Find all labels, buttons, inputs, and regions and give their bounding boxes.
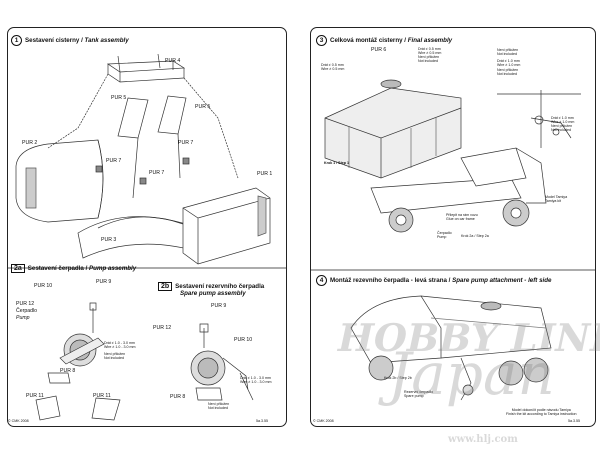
part-label: PUR 10 [234,337,253,343]
step-2b-title-en: Spare pump assembly [180,290,246,297]
part-label: PUR 4 [165,58,181,64]
part-label: PUR 2 [22,140,38,146]
step-3-number: 3 [316,35,327,46]
part-label: PUR 9 [211,303,227,309]
watermark-script: Japan [388,340,555,408]
step-ref-label: Krok 2b / Step 2b [384,376,412,380]
part-label: PUR 5 [111,95,127,101]
part-label: PUR 6 [371,47,387,53]
part-label: Pump [16,315,30,321]
part-label: PUR 11 [93,393,111,399]
part-label: PUR 11 [26,393,44,399]
step-ref-label: Krok 2a / Step 2a [461,234,489,238]
tank-pump-drawings [8,53,286,421]
watermark-url: www.hlj.com [448,434,518,445]
part-label: PUR 12 [16,301,35,307]
part-label: PUR 5 [195,104,211,110]
step-1-number: 1 [11,35,22,46]
part-label: PUR 9 [96,279,112,285]
part-label: PUR 7 [149,170,165,176]
model-note: Model Tamiya Tamiya kit [545,195,568,204]
step-2a-number: 2a [11,264,25,273]
right-copyright: © CMK 2008 [313,419,334,423]
wire-note: Drát ≠ 1.0 - 3.0 mm Wire ≠ 1.0 - 3.0 mm [240,376,272,385]
wire-note: Drát ≠ 0.5 mm Wire ≠ 0.5 mm [321,63,345,72]
part-label: PUR 7 [106,158,122,164]
pump-note: Čerpadlo Pump [437,231,452,240]
step-ref-label: Krok 1 / Step 1 [324,161,349,165]
part-label: PUR 8 [60,368,76,374]
right-page-code: 5a.3.55 [568,419,580,423]
spare-pump-note: Rezervní čerpadlo Spare pump [404,390,434,399]
left-page-code: 5a.3.55 [256,419,268,423]
left-copyright: © CMK 2008 [8,419,29,423]
final-assembly-drawings [311,79,595,401]
part-label: PUR 8 [170,394,186,400]
step-4-number: 4 [316,275,327,286]
part-label: PUR 3 [101,237,117,243]
part-label: Čerpadlo [16,308,38,314]
step-2b-number: 2b [158,282,173,291]
not-included-note: Není přiložen Not included [208,402,230,411]
wire-note: Drát ≠ 1.0 mm Wire ≠ 1.0 mm Není přilože… [551,116,575,133]
not-included-note: Není přiložen Not included Drát ≠ 1.0 mm… [497,48,521,76]
finish-note: Model dokončit podle návodu Tamiya Finis… [506,408,577,417]
glue-note: Přilepit na rám vozu Glue on car frame [446,213,478,222]
wire-note: Drát ≠ 1.0 - 3.0 mm Wire ≠ 1.0 - 3.0 mm … [104,341,136,361]
part-label: PUR 1 [257,171,273,177]
part-label: PUR 12 [153,325,172,331]
part-label: PUR 7 [178,140,194,146]
part-label: PUR 10 [34,283,53,289]
wire-note: Drát ≠ 0.5 mm Wire ≠ 0.5 mm Není přilože… [418,47,442,64]
